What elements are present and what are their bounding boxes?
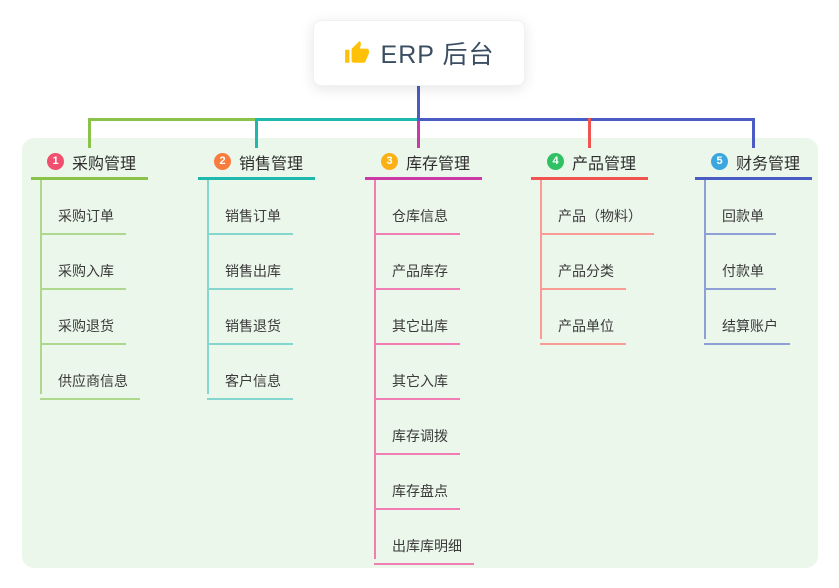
node-item[interactable]: 销售订单 <box>207 180 293 235</box>
connector-drop-branch2 <box>255 118 258 148</box>
branch-header-purchase[interactable]: 1 采购管理 <box>31 146 148 180</box>
node-item[interactable]: 库存调拨 <box>374 400 460 455</box>
node-item[interactable]: 销售出库 <box>207 235 293 290</box>
branch-vline <box>40 180 42 394</box>
branch-header-sales[interactable]: 2 销售管理 <box>198 146 315 180</box>
branch-children: 产品（物料） 产品分类 产品单位 <box>531 180 654 345</box>
node-item[interactable]: 客户信息 <box>207 345 293 400</box>
node-item[interactable]: 出库库明细 <box>374 510 474 565</box>
branch-label: 产品管理 <box>572 155 637 173</box>
branch-number-badge: 3 <box>381 153 398 170</box>
mindmap-panel <box>22 138 818 568</box>
branch-product: 4 产品管理 产品（物料） 产品分类 产品单位 <box>531 146 654 345</box>
root-node-title: ERP 后台 <box>380 41 495 69</box>
branch-number-badge: 1 <box>47 153 64 170</box>
node-item[interactable]: 仓库信息 <box>374 180 460 235</box>
branch-header-finance[interactable]: 5 财务管理 <box>695 146 812 180</box>
branch-children: 采购订单 采购入库 采购退货 供应商信息 <box>31 180 148 400</box>
node-item[interactable]: 其它出库 <box>374 290 460 345</box>
branch-label: 采购管理 <box>72 155 137 173</box>
node-item[interactable]: 产品（物料） <box>540 180 654 235</box>
node-item[interactable]: 产品分类 <box>540 235 626 290</box>
connector-drop-branch4 <box>588 118 591 148</box>
branch-number-badge: 4 <box>547 153 564 170</box>
node-item[interactable]: 采购退货 <box>40 290 126 345</box>
branch-inventory: 3 库存管理 仓库信息 产品库存 其它出库 其它入库 库存调拨 库存盘点 出库库… <box>365 146 482 565</box>
node-item[interactable]: 供应商信息 <box>40 345 140 400</box>
branch-sales: 2 销售管理 销售订单 销售出库 销售退货 客户信息 <box>198 146 315 400</box>
branch-number-badge: 5 <box>711 153 728 170</box>
root-node[interactable]: ERP 后台 <box>313 20 525 86</box>
branch-label: 销售管理 <box>239 155 304 173</box>
connector-horizontal-blue <box>417 118 755 121</box>
branch-purchase: 1 采购管理 采购订单 采购入库 采购退货 供应商信息 <box>31 146 148 400</box>
branch-label: 库存管理 <box>406 155 471 173</box>
branch-vline <box>540 180 542 339</box>
node-item[interactable]: 结算账户 <box>704 290 790 345</box>
node-item[interactable]: 产品单位 <box>540 290 626 345</box>
branch-vline <box>207 180 209 394</box>
branch-children: 回款单 付款单 结算账户 <box>695 180 812 345</box>
thumbs-up-icon <box>344 41 369 63</box>
branch-header-inventory[interactable]: 3 库存管理 <box>365 146 482 180</box>
branch-vline <box>374 180 376 559</box>
connector-drop-branch5 <box>752 118 755 148</box>
branch-vline <box>704 180 706 339</box>
node-item[interactable]: 付款单 <box>704 235 776 290</box>
branch-number-badge: 2 <box>214 153 231 170</box>
node-item[interactable]: 销售退货 <box>207 290 293 345</box>
branch-finance: 5 财务管理 回款单 付款单 结算账户 <box>695 146 812 345</box>
connector-drop-branch1 <box>88 118 91 148</box>
branch-label: 财务管理 <box>736 155 801 173</box>
node-item[interactable]: 回款单 <box>704 180 776 235</box>
node-item[interactable]: 其它入库 <box>374 345 460 400</box>
connector-horizontal-teal <box>255 118 417 121</box>
node-item[interactable]: 产品库存 <box>374 235 460 290</box>
node-item[interactable]: 采购订单 <box>40 180 126 235</box>
branch-header-product[interactable]: 4 产品管理 <box>531 146 648 180</box>
connector-horizontal-green <box>88 118 257 121</box>
branch-children: 销售订单 销售出库 销售退货 客户信息 <box>198 180 315 400</box>
branch-children: 仓库信息 产品库存 其它出库 其它入库 库存调拨 库存盘点 出库库明细 <box>365 180 482 565</box>
node-item[interactable]: 库存盘点 <box>374 455 460 510</box>
connector-drop-branch3 <box>417 121 420 148</box>
node-item[interactable]: 采购入库 <box>40 235 126 290</box>
connector-root-vertical <box>417 84 420 121</box>
